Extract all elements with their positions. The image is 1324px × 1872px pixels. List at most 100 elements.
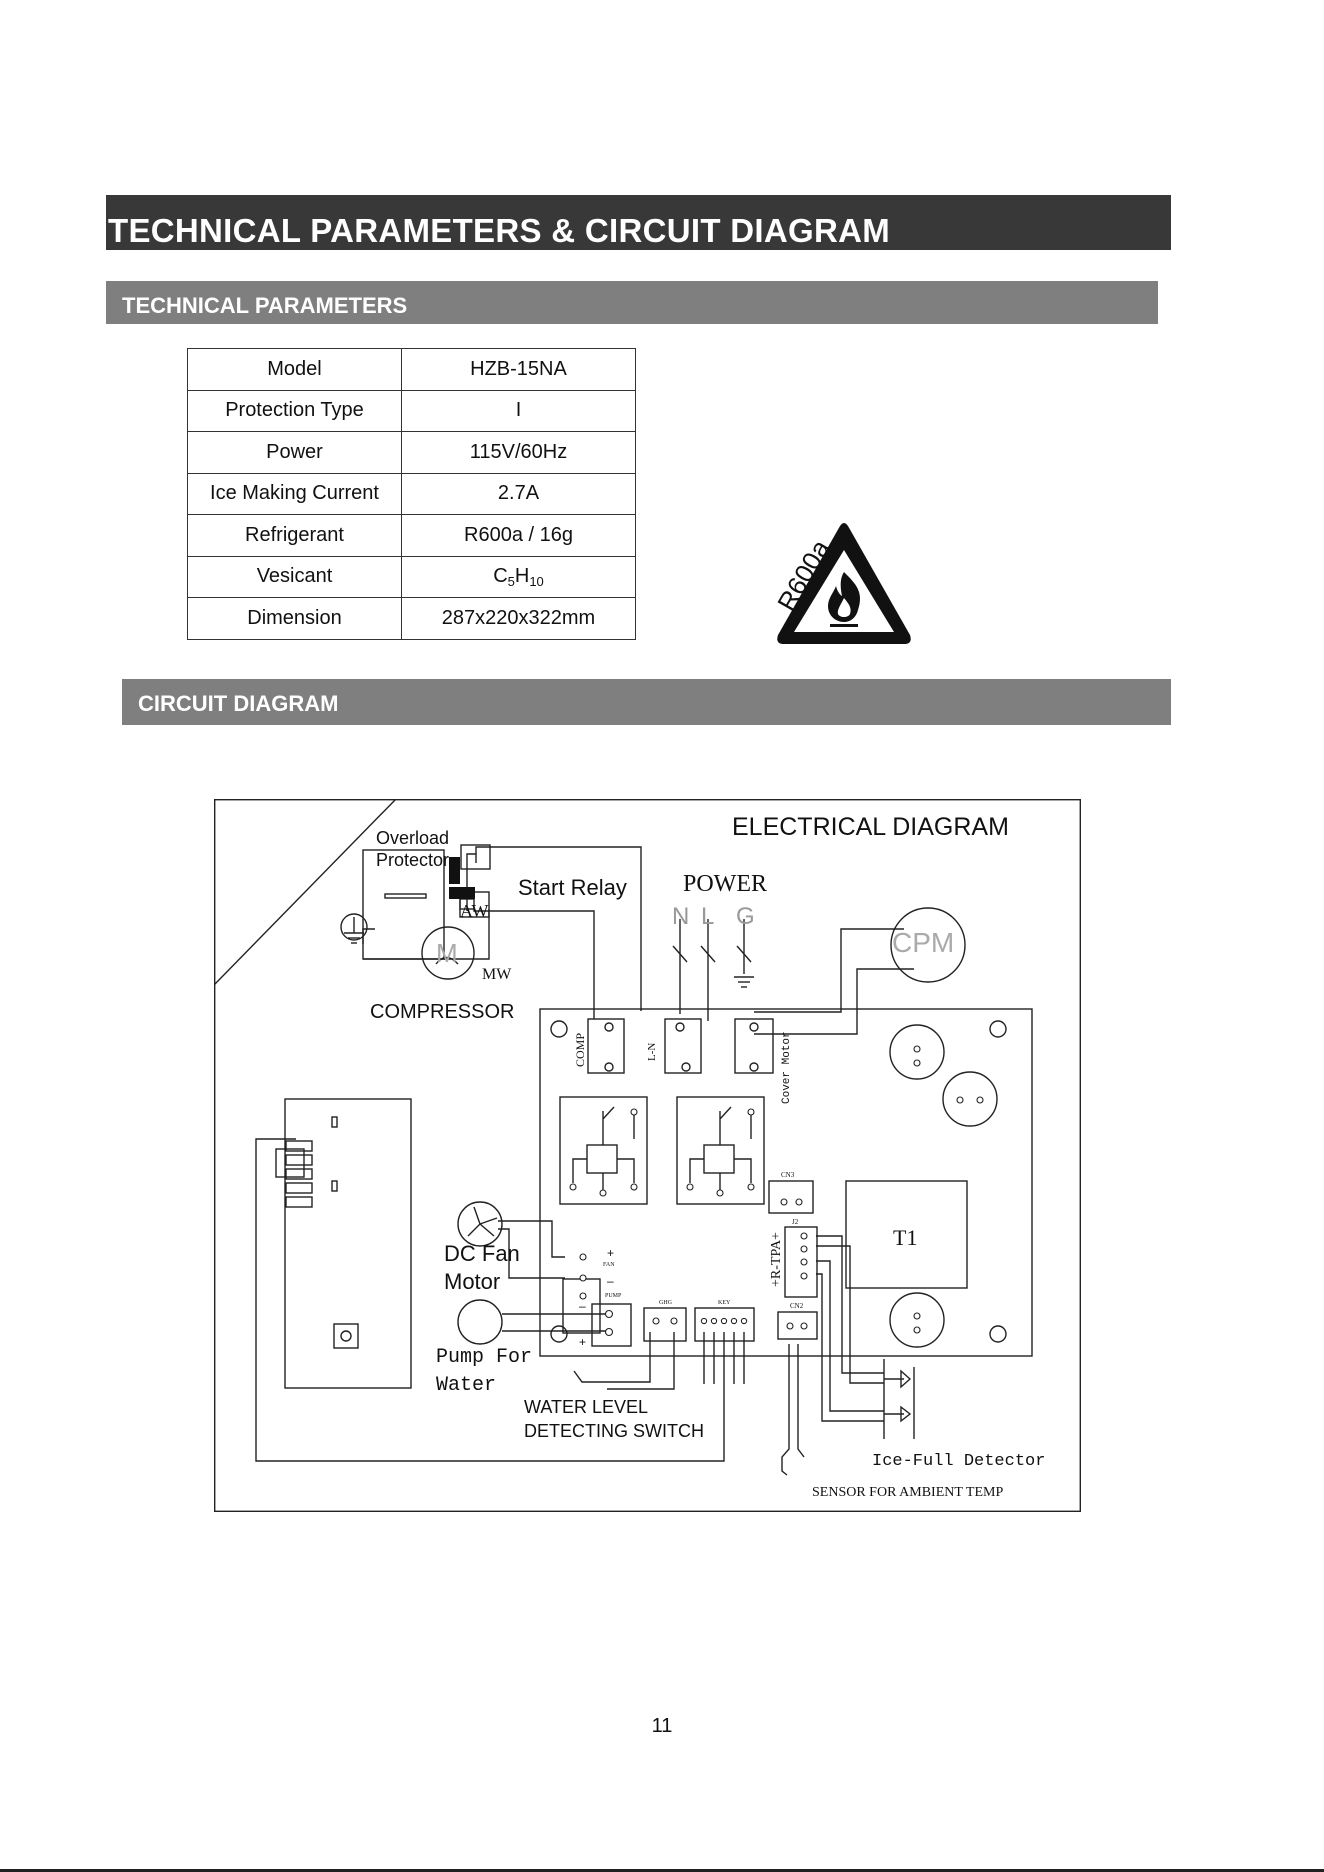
overload-symbol <box>466 853 477 863</box>
pump-connector-label: PUMP <box>605 1293 622 1299</box>
ground-circle <box>340 913 368 941</box>
cpm-label: CPM <box>892 927 954 958</box>
overload-protector-box <box>460 844 491 870</box>
pin <box>604 1327 614 1337</box>
protector-label: Protector <box>376 850 449 870</box>
wire <box>214 799 397 986</box>
power-l-label: L <box>701 903 714 930</box>
pin <box>579 1253 587 1261</box>
param-label: Refrigerant <box>187 514 402 557</box>
cover-motor-label: Cover Motor <box>781 1031 793 1104</box>
param-label: Model <box>187 348 402 391</box>
wire-relay-to-comp <box>473 909 595 1019</box>
wire-ice-full <box>816 1260 884 1412</box>
relay-coil <box>703 1144 735 1174</box>
switch-n <box>672 945 688 963</box>
relay-coil <box>586 1144 618 1174</box>
pin <box>630 1183 638 1191</box>
ice-full-detector-label: Ice-Full Detector <box>872 1452 1045 1471</box>
flame-icon <box>828 572 861 622</box>
section-title: TECHNICAL PARAMETERS <box>122 293 408 318</box>
param-label: Dimension <box>187 597 402 640</box>
mounting-hole <box>550 1020 568 1038</box>
param-label: Vesicant <box>187 555 402 598</box>
flame-inner <box>837 598 851 617</box>
mounting-hole <box>989 1325 1007 1343</box>
pin <box>681 1062 691 1072</box>
motor-label: M <box>436 938 458 968</box>
pin <box>604 1062 614 1072</box>
relay-wiring <box>572 1106 635 1193</box>
motor-circle <box>421 926 475 980</box>
wire-ice-full <box>816 1245 884 1384</box>
comp-connector-label: COMP <box>573 1033 587 1067</box>
param-value: HZB-15NA <box>401 348 636 391</box>
ln-connector-label: L-N <box>646 1043 658 1061</box>
param-label: Ice Making Current <box>187 472 402 515</box>
wire-pump <box>502 1313 607 1332</box>
pin <box>604 1022 614 1032</box>
pin <box>976 1096 984 1104</box>
wire-cpm <box>754 928 904 1013</box>
param-value: R600a / 16g <box>401 514 636 557</box>
wire-ice-full <box>816 1235 884 1374</box>
sensor-label: SENSOR FOR AMBIENT TEMP <box>812 1485 1003 1500</box>
pin <box>700 1317 708 1325</box>
wire-overload-to-comp <box>475 846 642 1011</box>
panel-indicator <box>331 1180 338 1192</box>
panel-pin <box>285 1154 313 1166</box>
pin <box>913 1312 921 1320</box>
section-bar-technical-parameters: TECHNICAL PARAMETERS <box>106 281 1158 324</box>
wire-cpm <box>754 968 914 1035</box>
power-label: POWER <box>683 871 767 897</box>
pin <box>686 1183 694 1191</box>
pin <box>913 1326 921 1334</box>
wire <box>363 909 490 960</box>
pin <box>670 1317 678 1325</box>
dc-fan-label: DC Fan <box>444 1241 520 1266</box>
pin <box>800 1258 808 1266</box>
diagram-title: ELECTRICAL DIAGRAM <box>732 813 1009 841</box>
capacitor <box>942 1071 998 1127</box>
wire-key <box>703 1332 745 1384</box>
pin <box>800 1272 808 1280</box>
pump-connector <box>591 1303 632 1347</box>
start-relay-label: Start Relay <box>518 875 627 900</box>
pin <box>579 1292 587 1300</box>
fan-minus-label: – <box>607 1274 614 1288</box>
cn3-connector <box>768 1180 814 1214</box>
photodiode-icon <box>900 1369 912 1389</box>
control-panel-board <box>284 1098 412 1389</box>
power-g-label: G <box>736 903 755 930</box>
water-level-label: WATER LEVEL <box>524 1397 648 1417</box>
pump-plus-label: + <box>579 1335 586 1349</box>
main-title: TECHNICAL PARAMETERS & CIRCUIT DIAGRAM <box>108 212 891 249</box>
compressor-inner <box>384 893 427 899</box>
aw-label: AW <box>460 901 489 921</box>
pin <box>749 1062 759 1072</box>
param-value: 2.7A <box>401 472 636 515</box>
wire-fan <box>498 1220 565 1258</box>
mounting-hole <box>989 1020 1007 1038</box>
dc-fan-motor-label: Motor <box>444 1269 500 1294</box>
pin <box>956 1096 964 1104</box>
relay-1 <box>559 1096 648 1205</box>
key-connector-label: KEY <box>718 1300 731 1306</box>
mounting-hole <box>550 1325 568 1343</box>
panel-pin <box>285 1168 313 1180</box>
cn3-label: CN3 <box>781 1171 795 1179</box>
section-bar-circuit-diagram: CIRCUIT DIAGRAM <box>122 679 1171 725</box>
param-value: 287x220x322mm <box>401 597 636 640</box>
formula-part: H <box>514 564 530 587</box>
main-title-bar: TECHNICAL PARAMETERS & CIRCUIT DIAGRAM <box>106 195 1171 250</box>
pin <box>800 1322 808 1330</box>
cn2-connector <box>777 1311 818 1340</box>
cover-motor-connector <box>734 1018 774 1074</box>
transformer-t1 <box>845 1180 968 1289</box>
